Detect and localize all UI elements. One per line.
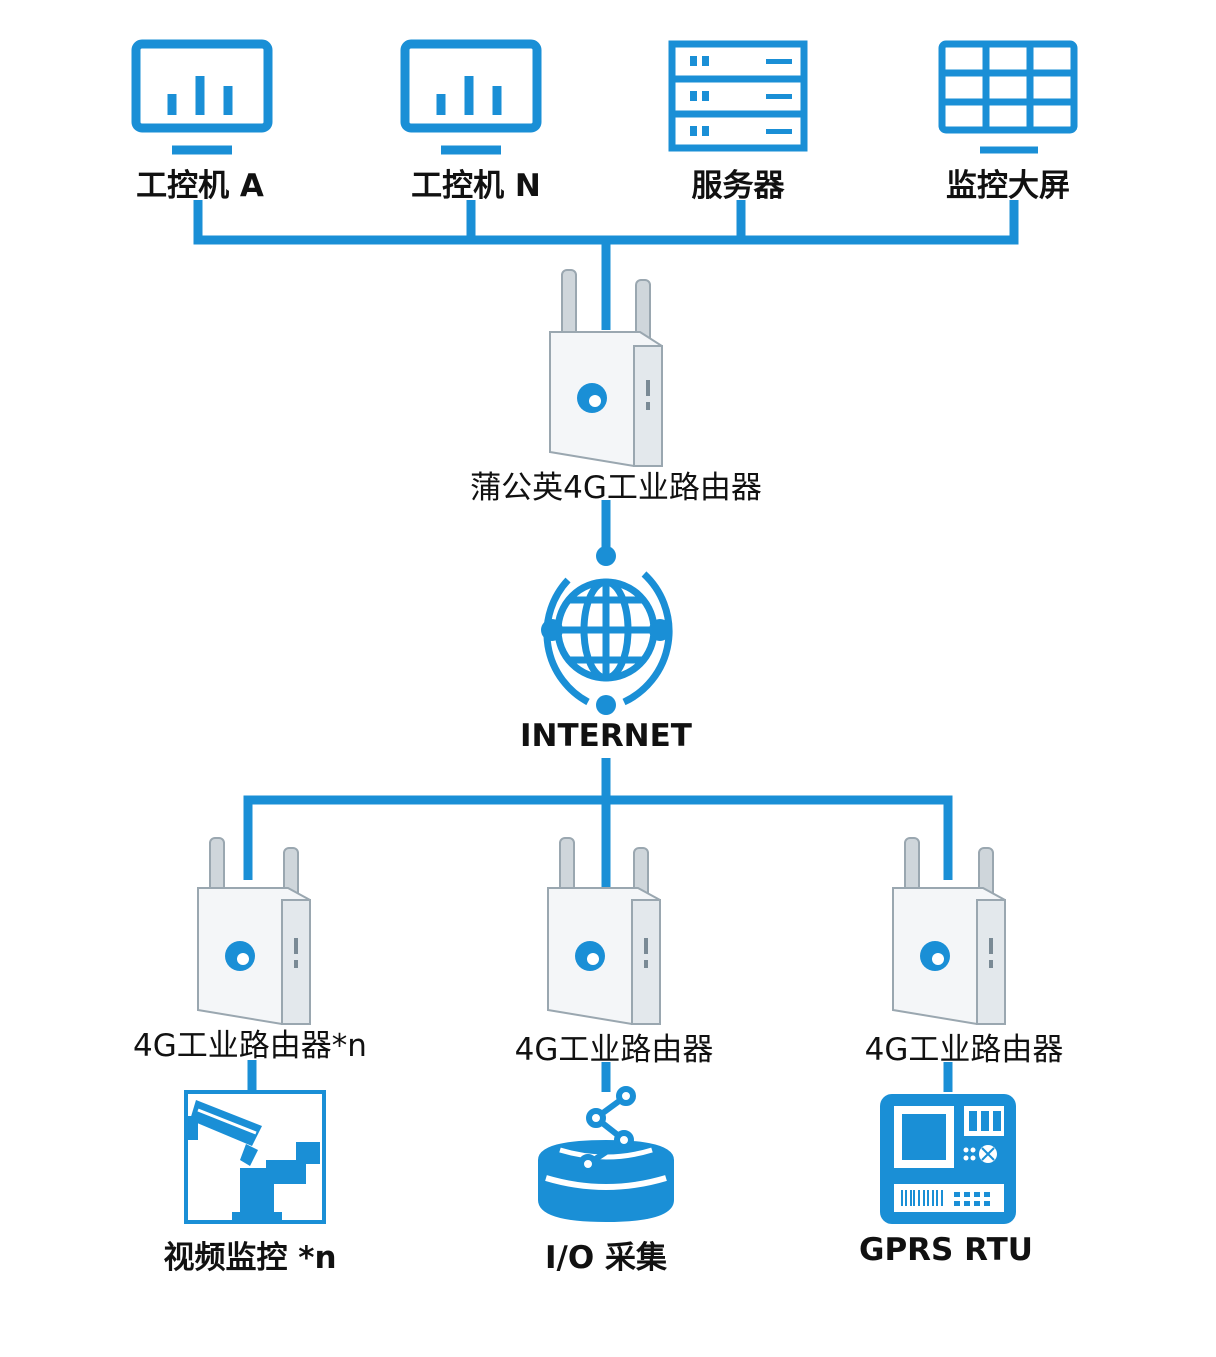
label-ipc-n: 工控机 N — [411, 168, 541, 204]
bottom-bus-line — [243, 795, 953, 880]
label-edge-router-2: 4G工业路由器 — [514, 1032, 714, 1068]
router-device-icon — [892, 837, 1006, 1025]
label-edge-router-3: 4G工业路由器 — [864, 1032, 1064, 1068]
router-device-icon — [549, 269, 663, 467]
label-video-monitoring: 视频监控 *n — [163, 1240, 337, 1276]
label-gprs-rtu: GPRS RTU — [859, 1232, 1033, 1268]
label-ipc-a: 工控机 A — [136, 168, 264, 204]
label-server: 服务器 — [691, 168, 785, 204]
label-video-wall: 监控大屏 — [946, 168, 1070, 204]
label-central-router: 蒲公英4G工业路由器 — [470, 470, 762, 506]
label-internet: INTERNET — [520, 718, 692, 754]
label-io-collection: I/O 采集 — [544, 1240, 667, 1276]
router-device-icon — [547, 837, 661, 1025]
label-edge-router-1: 4G工业路由器*n — [133, 1028, 367, 1064]
router-device-icon — [197, 837, 311, 1025]
